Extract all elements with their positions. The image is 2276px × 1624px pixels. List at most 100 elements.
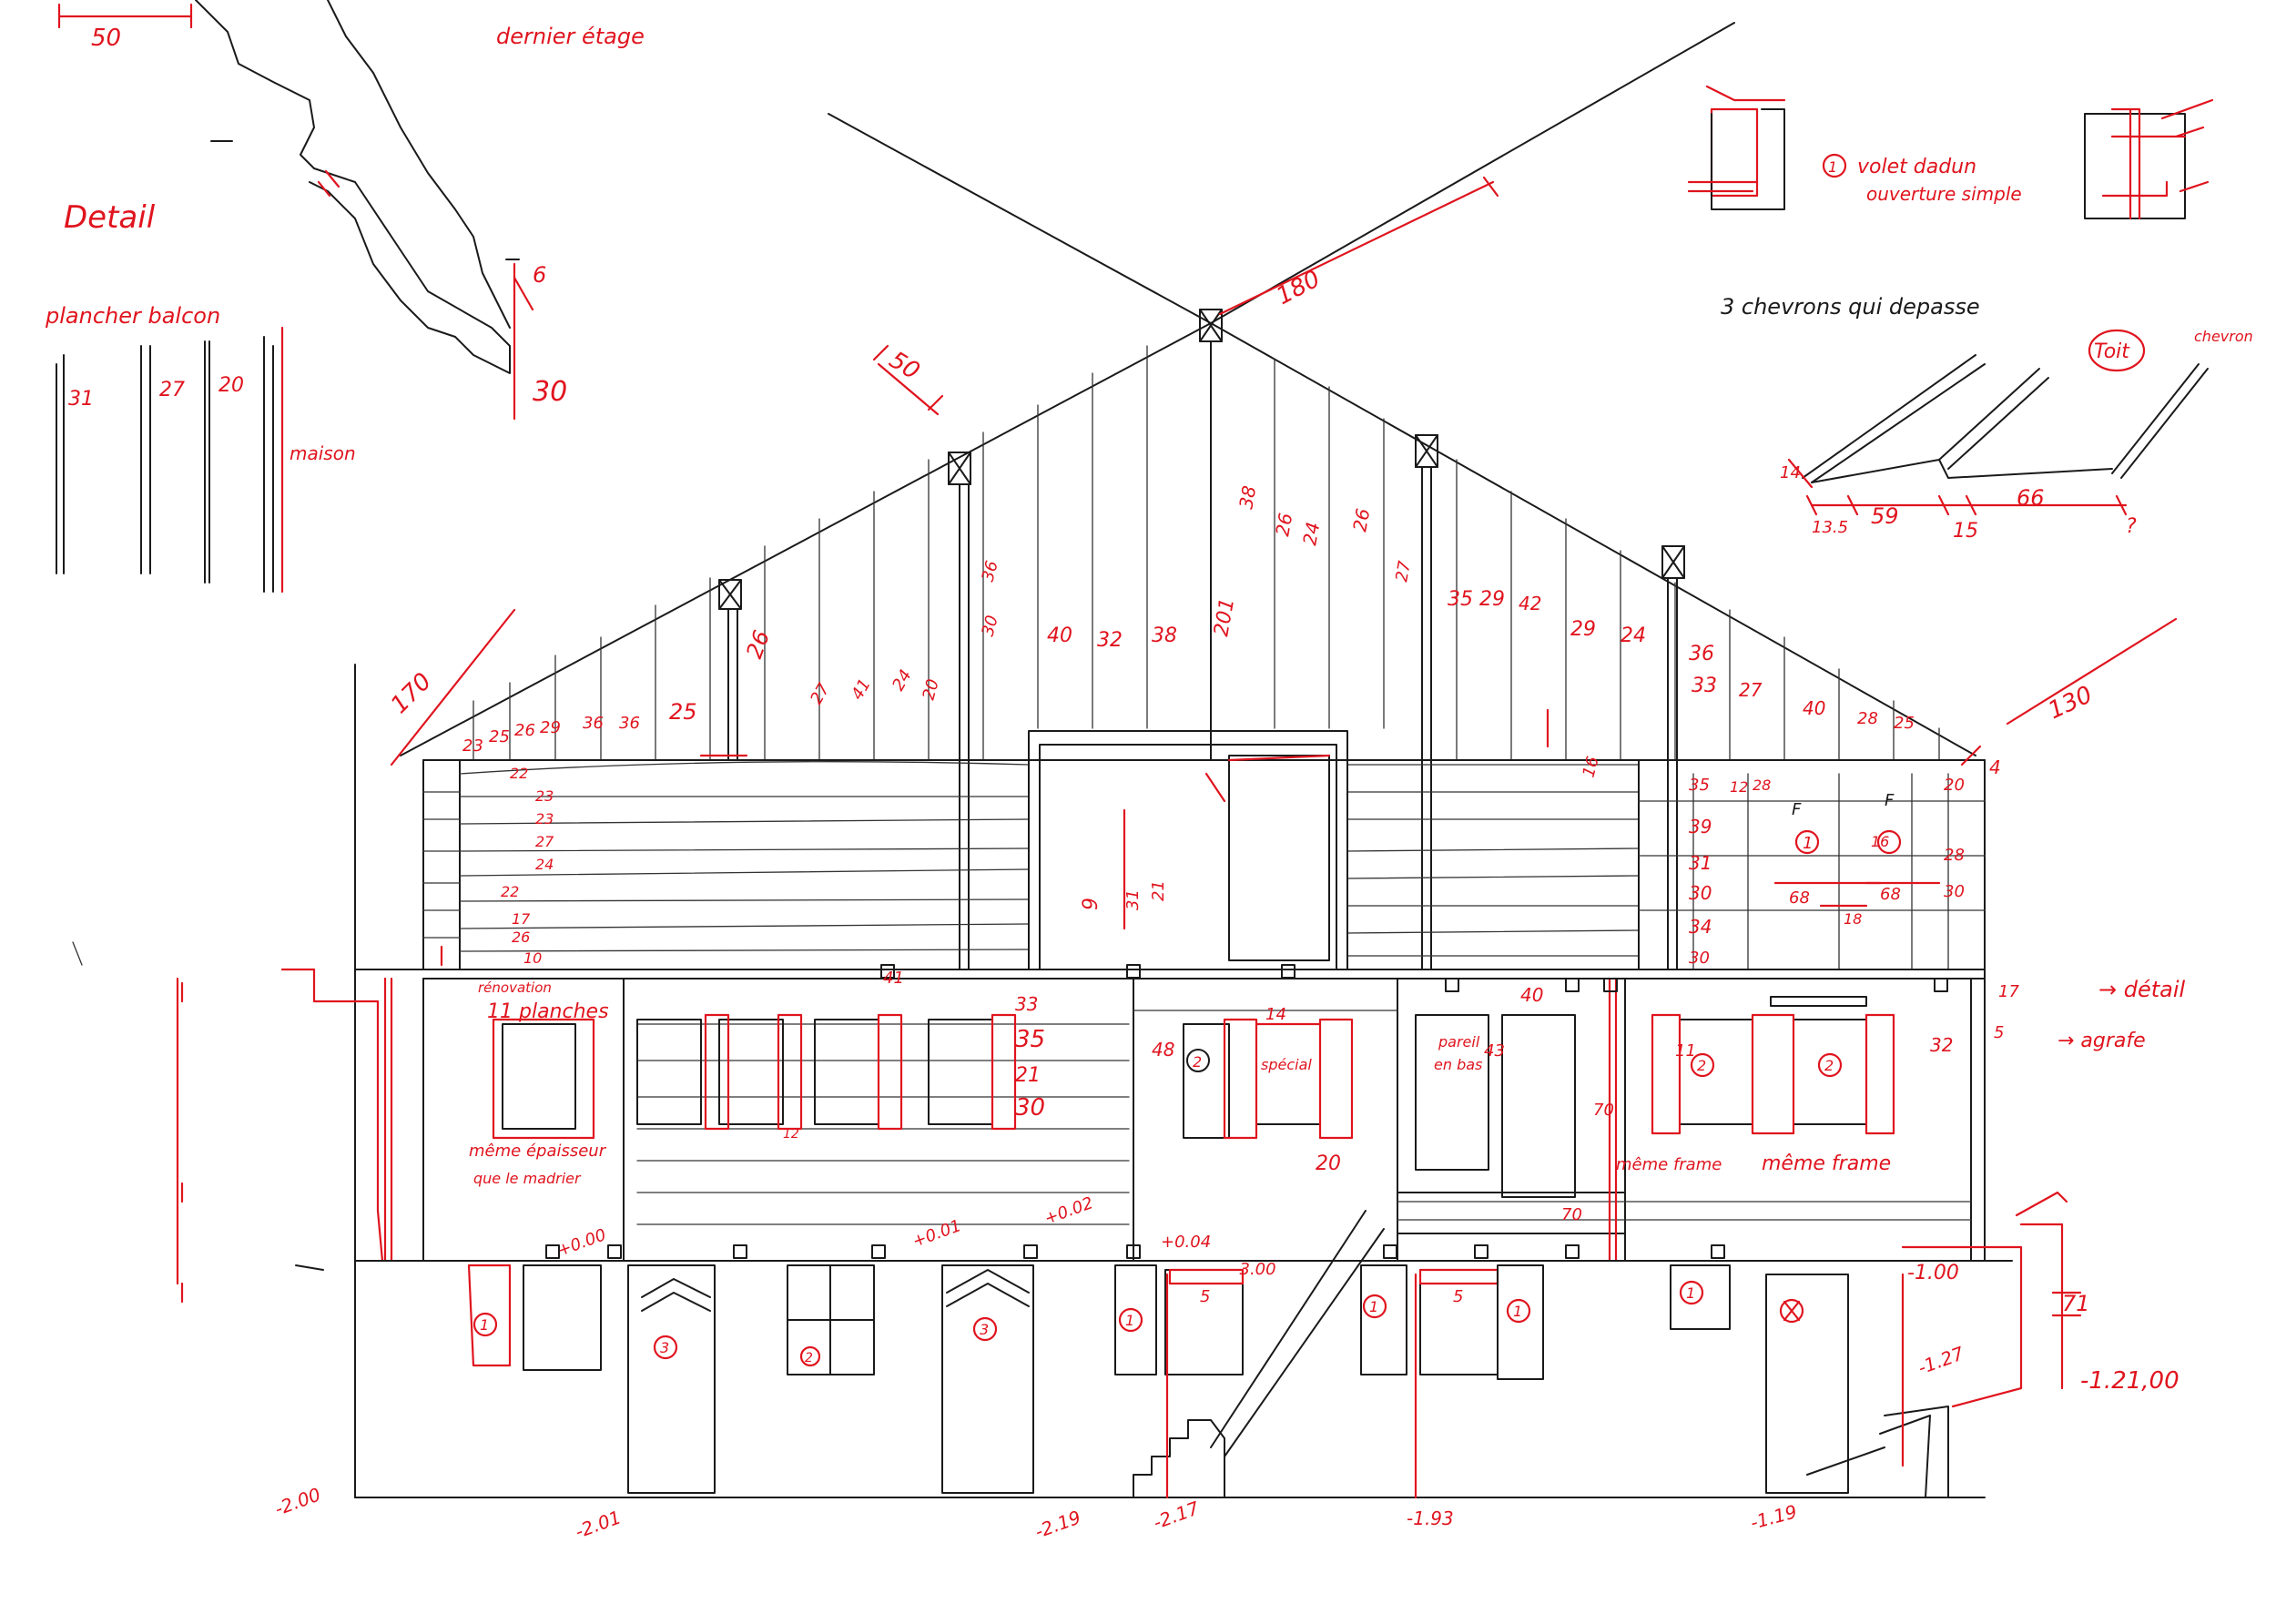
- svg-text:+0.00: +0.00: [555, 1225, 609, 1261]
- svg-text:17: 17: [512, 910, 531, 928]
- svg-text:29: 29: [1570, 618, 1596, 641]
- svg-text:39: 39: [1689, 816, 1712, 837]
- svg-text:2: 2: [805, 1351, 813, 1365]
- detail-plancher-balcon: Detail plancher balcon 31 27 20 maison: [45, 199, 356, 594]
- svg-text:40: 40: [1047, 624, 1072, 647]
- svg-text:31: 31: [1689, 852, 1712, 874]
- svg-text:+0.01: +0.01: [910, 1216, 964, 1252]
- svg-text:3: 3: [660, 1339, 669, 1356]
- svg-text:26: 26: [1348, 507, 1374, 533]
- svg-text:-3.00: -3.00: [1234, 1260, 1276, 1279]
- svg-text:1: 1: [1125, 1312, 1134, 1329]
- shutter-detail: 1 volet dadun ouverture simple: [1687, 85, 2214, 220]
- svg-text:14: 14: [1780, 463, 1801, 482]
- svg-text:27: 27: [1392, 559, 1415, 584]
- meme-frame-1: même frame: [1616, 1155, 1722, 1174]
- svg-text:-2.01: -2.01: [573, 1506, 625, 1542]
- meme-frame-2: même frame: [1762, 1152, 1891, 1175]
- top-dimension: 50 dernier étage: [57, 3, 645, 52]
- svg-text:41: 41: [848, 675, 875, 703]
- svg-text:28: 28: [1944, 846, 1965, 865]
- svg-text:25: 25: [489, 727, 510, 746]
- svg-text:22: 22: [501, 883, 519, 900]
- svg-text:38: 38: [1152, 624, 1177, 647]
- svg-text:28: 28: [1857, 709, 1878, 728]
- svg-text:-2.19: -2.19: [1032, 1506, 1084, 1542]
- svg-text:30: 30: [979, 614, 1002, 639]
- svg-text:5: 5: [1200, 1287, 1210, 1306]
- svg-text:1: 1: [1828, 158, 1837, 176]
- svg-text:5: 5: [1994, 1023, 2004, 1042]
- svg-text:-1.27: -1.27: [1915, 1342, 1967, 1378]
- svg-text:35: 35: [1448, 588, 1473, 611]
- svg-text:70: 70: [1561, 1205, 1582, 1224]
- plancher-balcon-label: plancher balcon: [45, 303, 220, 329]
- svg-text:F: F: [1792, 800, 1802, 819]
- right-notes: → détail → agrafe: [2058, 977, 2186, 1052]
- svg-text:3: 3: [980, 1321, 989, 1338]
- svg-text:23: 23: [535, 787, 554, 805]
- svg-text:-1.19: -1.19: [1748, 1500, 1799, 1534]
- renovation-note-1: rénovation: [478, 979, 552, 996]
- svg-text:33: 33: [1015, 993, 1038, 1015]
- eave-dim-130: 130: [2044, 681, 2097, 725]
- maison-label: maison: [290, 442, 356, 464]
- svg-text:15: 15: [1953, 520, 1978, 543]
- board-width-31: 31: [68, 388, 94, 411]
- svg-text:2: 2: [1697, 1057, 1706, 1074]
- svg-text:16: 16: [1871, 833, 1889, 850]
- svg-text:35: 35: [1689, 776, 1710, 795]
- svg-text:1: 1: [1513, 1303, 1522, 1320]
- svg-text:40: 40: [1803, 697, 1825, 719]
- svg-text:2: 2: [1193, 1053, 1202, 1071]
- svg-text:5: 5: [1453, 1287, 1463, 1306]
- svg-text:41: 41: [883, 969, 904, 988]
- svg-text:30: 30: [1689, 882, 1712, 904]
- door-markers: 1 3 3 1 5 1 5 1 1 2 2 2 2: [480, 1053, 1834, 1365]
- mid-wall-dims: 33 35 21 30 41 48 40 43 32 11 17 5 14 20…: [783, 969, 2019, 1224]
- svg-text:12: 12: [783, 1127, 799, 1142]
- chevron-detail: 3 chevrons qui depasse Toit chevron 14 1…: [1721, 294, 2253, 543]
- svg-text:28: 28: [1753, 776, 1771, 794]
- svg-text:31: 31: [1123, 889, 1143, 910]
- svg-text:13.5: 13.5: [1812, 518, 1848, 537]
- svg-text:23: 23: [462, 736, 483, 756]
- svg-text:36: 36: [619, 714, 640, 733]
- svg-text:4: 4: [1989, 756, 2001, 778]
- svg-text:21: 21: [1015, 1064, 1041, 1087]
- svg-text:24: 24: [889, 666, 916, 694]
- eave-profile-sketch: 6 30: [195, 0, 567, 421]
- svg-text:27: 27: [535, 833, 554, 850]
- svg-text:24: 24: [1298, 521, 1324, 547]
- svg-text:1: 1: [1369, 1298, 1378, 1315]
- pareil-note-2: en bas: [1434, 1056, 1482, 1073]
- svg-text:36: 36: [1689, 643, 1714, 665]
- gutter-dim-6: 6: [533, 262, 546, 288]
- svg-text:20: 20: [1944, 776, 1965, 795]
- svg-text:1: 1: [480, 1316, 489, 1334]
- svg-text:33: 33: [1692, 675, 1717, 697]
- chevron-label: chevron: [2194, 328, 2253, 345]
- svg-text:24: 24: [1621, 624, 1646, 647]
- purlins: [718, 309, 1685, 970]
- svg-text:36: 36: [979, 559, 1002, 584]
- agrafe-right-note: → agrafe: [2058, 1030, 2146, 1052]
- svg-text:22: 22: [510, 765, 528, 782]
- svg-text:40: 40: [1520, 984, 1543, 1006]
- eave-dim-170: 170: [386, 668, 437, 719]
- svg-text:26: 26: [1271, 512, 1296, 538]
- svg-text:30: 30: [1015, 1094, 1045, 1122]
- svg-text:2: 2: [1824, 1057, 1834, 1074]
- svg-text:35: 35: [1015, 1026, 1045, 1053]
- detail-title: Detail: [64, 199, 156, 236]
- svg-text:9: 9: [1080, 898, 1102, 910]
- renovation-note-2: 11 planches: [487, 1000, 609, 1023]
- svg-text:32: 32: [1097, 629, 1123, 652]
- svg-text:25: 25: [669, 699, 697, 725]
- detail-right-note: → détail: [2098, 977, 2186, 1002]
- svg-text:26: 26: [512, 929, 530, 946]
- svg-text:30: 30: [1689, 949, 1710, 968]
- svg-text:+0.04: +0.04: [1161, 1233, 1211, 1252]
- svg-text:-1.00: -1.00: [1907, 1262, 1959, 1284]
